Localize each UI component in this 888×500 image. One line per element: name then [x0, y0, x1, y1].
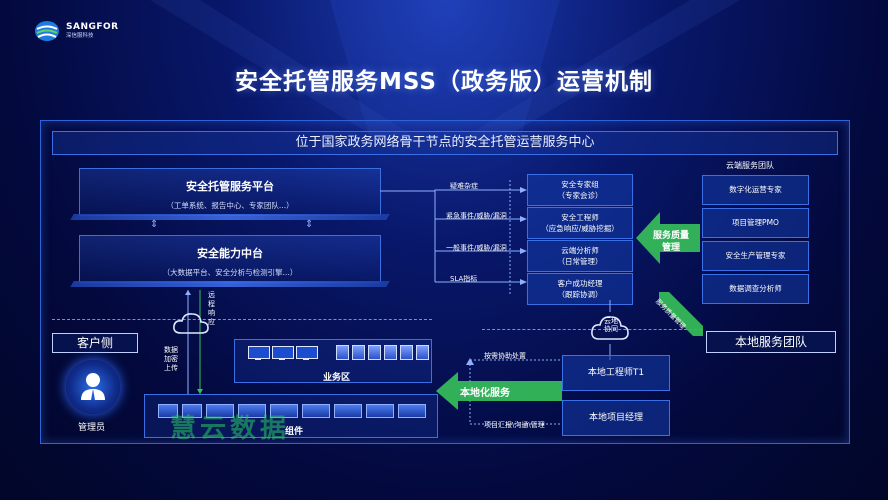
double-arrow-icon: ⇕: [150, 219, 159, 230]
flow-label: 疑难杂症: [450, 182, 478, 190]
brand-name: SANGFOR: [66, 21, 119, 32]
role-cloud-analyst: 云端分析师 （日常管理）: [527, 240, 633, 272]
admin-avatar: [66, 360, 120, 414]
cloud-team-member: 项目管理PMO: [702, 208, 809, 238]
data-upload-label: 数据加密上传: [164, 346, 178, 372]
server-icon: [384, 345, 397, 360]
role-title: 安全工程师: [561, 213, 599, 222]
device-icon: [334, 404, 362, 418]
role-title: 客户成功经理: [557, 279, 603, 288]
role-customer-success: 客户成功经理 （跟踪协调）: [527, 273, 633, 305]
cloud-team-member: 数据调查分析师: [702, 274, 809, 304]
left-arrow-icon: [636, 212, 700, 264]
collab-connector: [609, 300, 611, 360]
user-icon: [81, 373, 105, 400]
logo-icon: [35, 21, 59, 41]
quality-management-label: 服务质量管理: [652, 231, 689, 253]
mss-platform-panel: 安全托管服务平台 （工单系统、报告中心、专家团队...）: [79, 168, 381, 216]
admin-label: 管理员: [78, 423, 106, 433]
divider-line: [52, 319, 432, 320]
capability-platform-desc: （大数据平台、安全分析与检测引擎...）: [162, 268, 298, 277]
cloud-team-title: 云端服务团队: [726, 161, 774, 170]
diagonal-arrow-icon: [659, 292, 703, 336]
capability-platform-panel: 安全能力中台 （大数据平台、安全分析与检测引擎...）: [79, 235, 381, 283]
flow-label: 一般事件/威胁/漏洞: [446, 244, 507, 252]
server-icon: [352, 345, 365, 360]
remote-links: [185, 290, 203, 394]
service-center-title: 位于国家政务网络骨干节点的安全托管运营服务中心: [52, 131, 838, 155]
server-icon: [336, 345, 349, 360]
cloud-collab-icon: [591, 316, 629, 340]
monitor-icon: [272, 346, 294, 360]
customer-side-label: 客户侧: [52, 333, 138, 353]
page-title: 安全托管服务MSS（政务版）运营机制: [235, 69, 653, 95]
monitor-icon: [296, 346, 318, 360]
cloud-icon: [173, 313, 209, 334]
local-engineer-box: 本地工程师T1: [562, 355, 670, 391]
role-subtitle: （专家会诊）: [557, 191, 603, 200]
mss-platform-desc: （工单系统、报告中心、专家团队...）: [166, 201, 294, 210]
mss-platform-title: 安全托管服务平台: [186, 180, 274, 193]
role-title: 云端分析师: [561, 246, 599, 255]
role-subtitle: （应急响应/威胁挖掘）: [541, 224, 619, 233]
cloud-team-member: 数字化运营专家: [702, 175, 809, 205]
device-icon: [158, 404, 178, 418]
platform-base: [70, 214, 390, 220]
local-pm-box: 本地项目经理: [562, 400, 670, 436]
device-icon: [238, 404, 266, 418]
capability-platform-title: 安全能力中台: [197, 247, 263, 260]
device-icon: [366, 404, 394, 418]
local-service-arrow-icon: [436, 372, 562, 410]
watermark-text: 慧云数据: [170, 414, 291, 444]
cloud-team-member: 安全生产管理专家: [702, 241, 809, 271]
server-icon: [416, 345, 429, 360]
remote-response-label: 远程响应: [208, 291, 215, 326]
device-icon: [398, 404, 426, 418]
light-beam-decoration: [150, 0, 740, 140]
report-label: 项目汇报\沟通\管理: [484, 421, 545, 429]
role-subtitle: （日常管理）: [557, 257, 603, 266]
sangfor-logo: SANGFOR 深信服科技: [34, 20, 119, 42]
device-icon: [182, 404, 202, 418]
cloud-collab-label: 云地协同: [604, 317, 618, 333]
flow-connectors: [380, 180, 527, 295]
platform-base: [70, 281, 390, 287]
assist-label: 按需协助处置: [484, 352, 526, 360]
diagram-frame: [40, 120, 850, 444]
flow-label: SLA指标: [450, 275, 478, 283]
device-icon: [206, 404, 234, 418]
monitor-icon: [248, 346, 270, 360]
local-service-label: 本地化服务: [460, 388, 510, 399]
server-icon: [368, 345, 381, 360]
role-expert-group: 安全专家组 （专家会诊）: [527, 174, 633, 206]
local-team-label: 本地服务团队: [706, 331, 836, 353]
device-icon: [302, 404, 330, 418]
business-zone-label: 业务区: [323, 373, 351, 383]
double-arrow-icon: ⇕: [305, 219, 314, 230]
role-subtitle: （跟踪协调）: [557, 290, 603, 299]
server-icon: [400, 345, 413, 360]
device-icon: [270, 404, 298, 418]
role-security-engineer: 安全工程师 （应急响应/威胁挖掘）: [527, 207, 633, 239]
brand-sub: 深信服科技: [66, 32, 94, 39]
flow-label: 紧急事件/威胁/漏洞: [446, 212, 507, 220]
components-label: 组件: [285, 427, 304, 437]
role-title: 安全专家组: [561, 180, 599, 189]
